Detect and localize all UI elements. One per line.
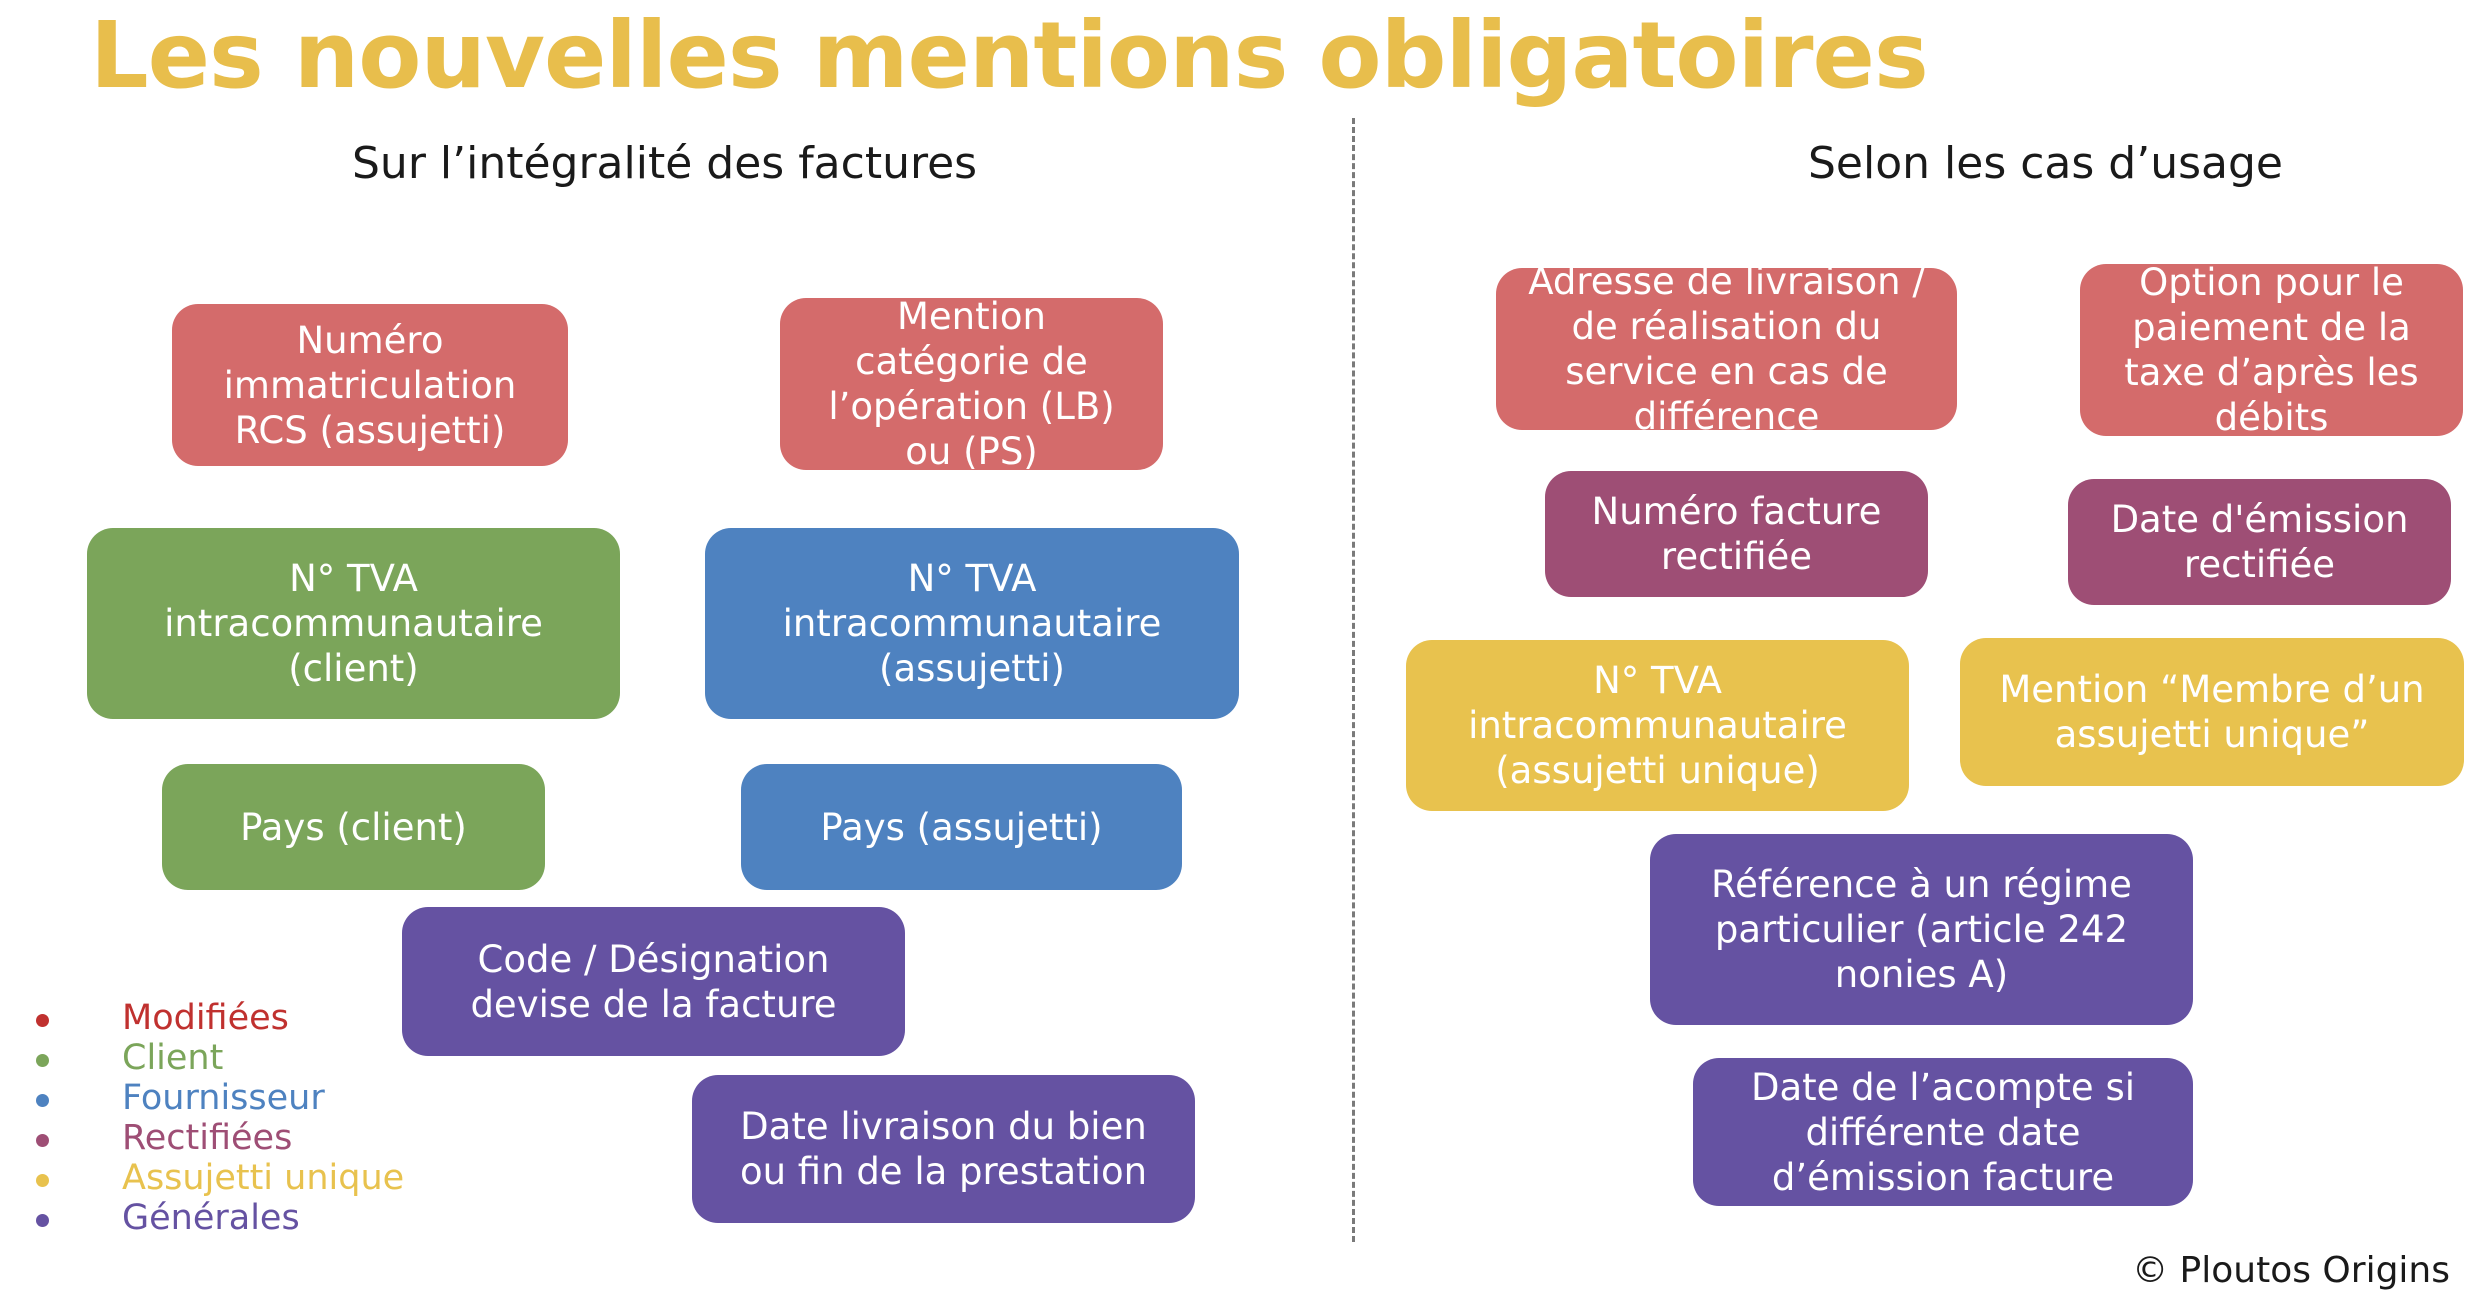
box-text-line: ou fin de la prestation [739, 1150, 1148, 1193]
box-text-line: paiement de la [2132, 306, 2411, 349]
box-text-line: rectifiée [1660, 535, 1813, 578]
box-text-line: rectifiée [2183, 543, 2336, 586]
legend-item: Rectifiées [36, 1118, 404, 1158]
box-text-line: N° TVA [1593, 659, 1722, 702]
box-text-line: immatriculation [223, 363, 517, 407]
box-text-line: Option pour le [2139, 261, 2404, 304]
box-text-line: l’opération (LB) [828, 385, 1115, 428]
box-text-line: Mention “Membre d’un [1999, 668, 2425, 711]
box-text-line: nonies A) [1834, 953, 2009, 996]
bullet-dot-icon [36, 1174, 49, 1187]
box-text-line: service en cas de [1565, 350, 1888, 393]
bullet-dot-icon [36, 1094, 49, 1107]
right-section-heading: Selon les cas d’usage [1808, 138, 2283, 189]
box-text-line: taxe d’après les [2124, 351, 2419, 394]
bullet-dot-icon [36, 1134, 49, 1147]
legend-item: Client [36, 1038, 404, 1078]
box-text-line: Numéro facture [1591, 490, 1882, 533]
box-text: Pays (assujetti) [820, 805, 1102, 850]
legend-label: Assujetti unique [122, 1158, 405, 1198]
box-text-line: intracommunautaire [164, 602, 543, 645]
legend-label: Rectifiées [122, 1118, 293, 1158]
box-text-line: Pays (assujetti) [820, 805, 1103, 849]
box-text-line: (assujetti unique) [1495, 749, 1820, 792]
box-text-line: Référence à un régime [1711, 863, 2132, 906]
box-text-line: différente date [1805, 1110, 2081, 1154]
legend-item: Fournisseur [36, 1078, 404, 1118]
bullet-dot-icon [36, 1054, 49, 1067]
page-title: Les nouvelles mentions obligatoires [90, 2, 1929, 109]
box-text-line: assujetti unique” [2054, 713, 2370, 756]
legend-item: Modifiées [36, 998, 404, 1038]
box-pays-client: Pays (client) [162, 764, 545, 890]
section-divider [1352, 118, 1355, 1242]
box-text-line: devise de la facture [470, 982, 837, 1026]
box-text-line: Mention [896, 295, 1046, 338]
box-text: Pays (client) [240, 805, 467, 850]
box-text-line: catégorie de [855, 340, 1088, 383]
box-text-line: Pays (client) [240, 805, 467, 849]
box-text-line: N° TVA [907, 557, 1037, 600]
box-text-line: Numéro [296, 318, 444, 362]
box-text-line: intracommunautaire [782, 602, 1162, 645]
box-text-line: Adresse de livraison / [1528, 260, 1925, 303]
box-text-line: ou (PS) [905, 430, 1038, 473]
bullet-dot-icon [36, 1214, 49, 1227]
box-text-line: Code / Désignation [477, 937, 830, 981]
box-text-line: d’émission facture [1771, 1155, 2115, 1199]
box-text-line: débits [2214, 396, 2329, 439]
legend-item: Générales [36, 1198, 404, 1238]
box-text-line: Date d'émission [2110, 498, 2409, 541]
box-text-line: de réalisation du [1571, 305, 1882, 348]
legend-item: Assujetti unique [36, 1158, 404, 1198]
box-pays-assujetti: Pays (assujetti) [741, 764, 1182, 890]
legend-label: Générales [122, 1198, 300, 1238]
bullet-dot-icon [36, 1014, 49, 1027]
box-text-line: RCS (assujetti) [234, 408, 506, 452]
box-text-line: (assujetti) [879, 647, 1065, 690]
box-text-line: particulier (article 242 [1714, 908, 2129, 951]
left-section-heading: Sur l’intégralité des factures [352, 138, 978, 189]
copyright-notice: © Ploutos Origins [2132, 1250, 2450, 1291]
box-text-line: Date livraison du bien [740, 1105, 1147, 1148]
legend-label: Fournisseur [122, 1078, 325, 1118]
legend-label: Client [122, 1038, 224, 1078]
box-text-line: (client) [288, 647, 419, 690]
box-text-line: Date de l’acompte si [1750, 1065, 2136, 1109]
box-text-line: intracommunautaire [1468, 704, 1847, 747]
legend-label: Modifiées [122, 998, 289, 1038]
box-text-line: différence [1633, 395, 1820, 438]
box-text-line: N° TVA [289, 557, 418, 600]
